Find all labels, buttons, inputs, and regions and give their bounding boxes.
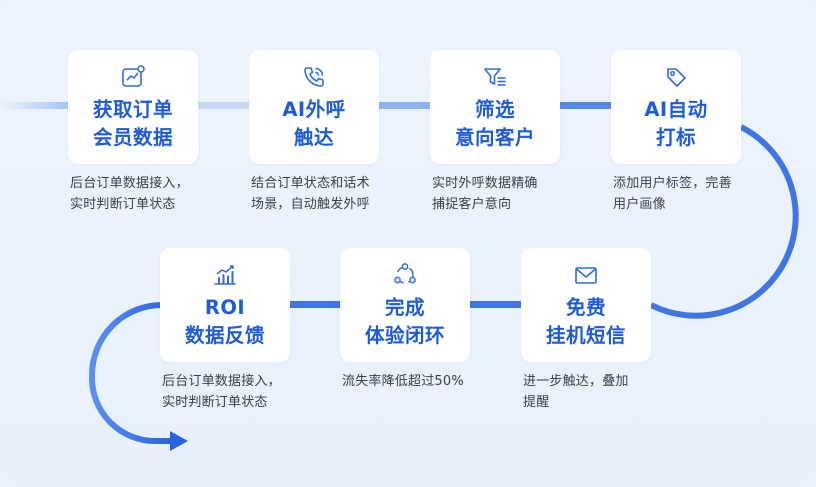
bar-chart-icon [214,265,236,285]
phone-call-icon [304,67,324,87]
step-description-2: 结合订单状态和话术场景，自动触发外呼 [251,176,370,212]
step-card-4: AI自动打标 [611,50,741,164]
step-card-2: AI外呼触达 [249,50,379,164]
step-description-3: 实时外呼数据精确捕捉客户意向 [432,176,538,212]
step-title: AI外呼触达 [282,98,346,149]
arrow-head-icon [170,431,188,451]
connector-6-7 [289,301,341,308]
step-description-5: 进一步触达，叠加提醒 [523,374,629,410]
step-title: AI自动打标 [644,98,708,149]
step-card-1: 获取订单会员数据 [68,50,198,164]
connector-right-turn [649,124,799,319]
step-title: 完成体验闭环 [364,296,445,347]
trend-chart-icon [122,65,145,87]
step-description-6: 流失率降低超过50% [342,374,464,389]
step-card-6: 完成体验闭环 [340,248,470,362]
flow-lead-in [0,102,72,109]
step-title: 获取订单会员数据 [92,98,173,149]
step-card-3: 筛选意向客户 [430,50,560,164]
step-card-5: 免费挂机短信 [521,248,651,362]
connector-2-3 [379,102,431,109]
tag-icon [667,68,686,87]
step-description-7: 后台订单数据接入，实时判断订单状态 [162,374,281,410]
step-title: 免费挂机短信 [545,296,626,347]
connector-left-turn [89,302,172,444]
connector-1-2 [198,102,250,109]
cycle-icon [394,263,416,284]
filter-icon [484,68,506,86]
envelope-icon [575,267,597,284]
step-description-1: 后台订单数据接入，实时判断订单状态 [70,176,189,212]
step-title: 筛选意向客户 [454,98,535,149]
connector-3-4 [560,102,612,109]
step-description-4: 添加用户标签，完善用户画像 [613,176,732,212]
connector-5-6 [470,301,522,308]
